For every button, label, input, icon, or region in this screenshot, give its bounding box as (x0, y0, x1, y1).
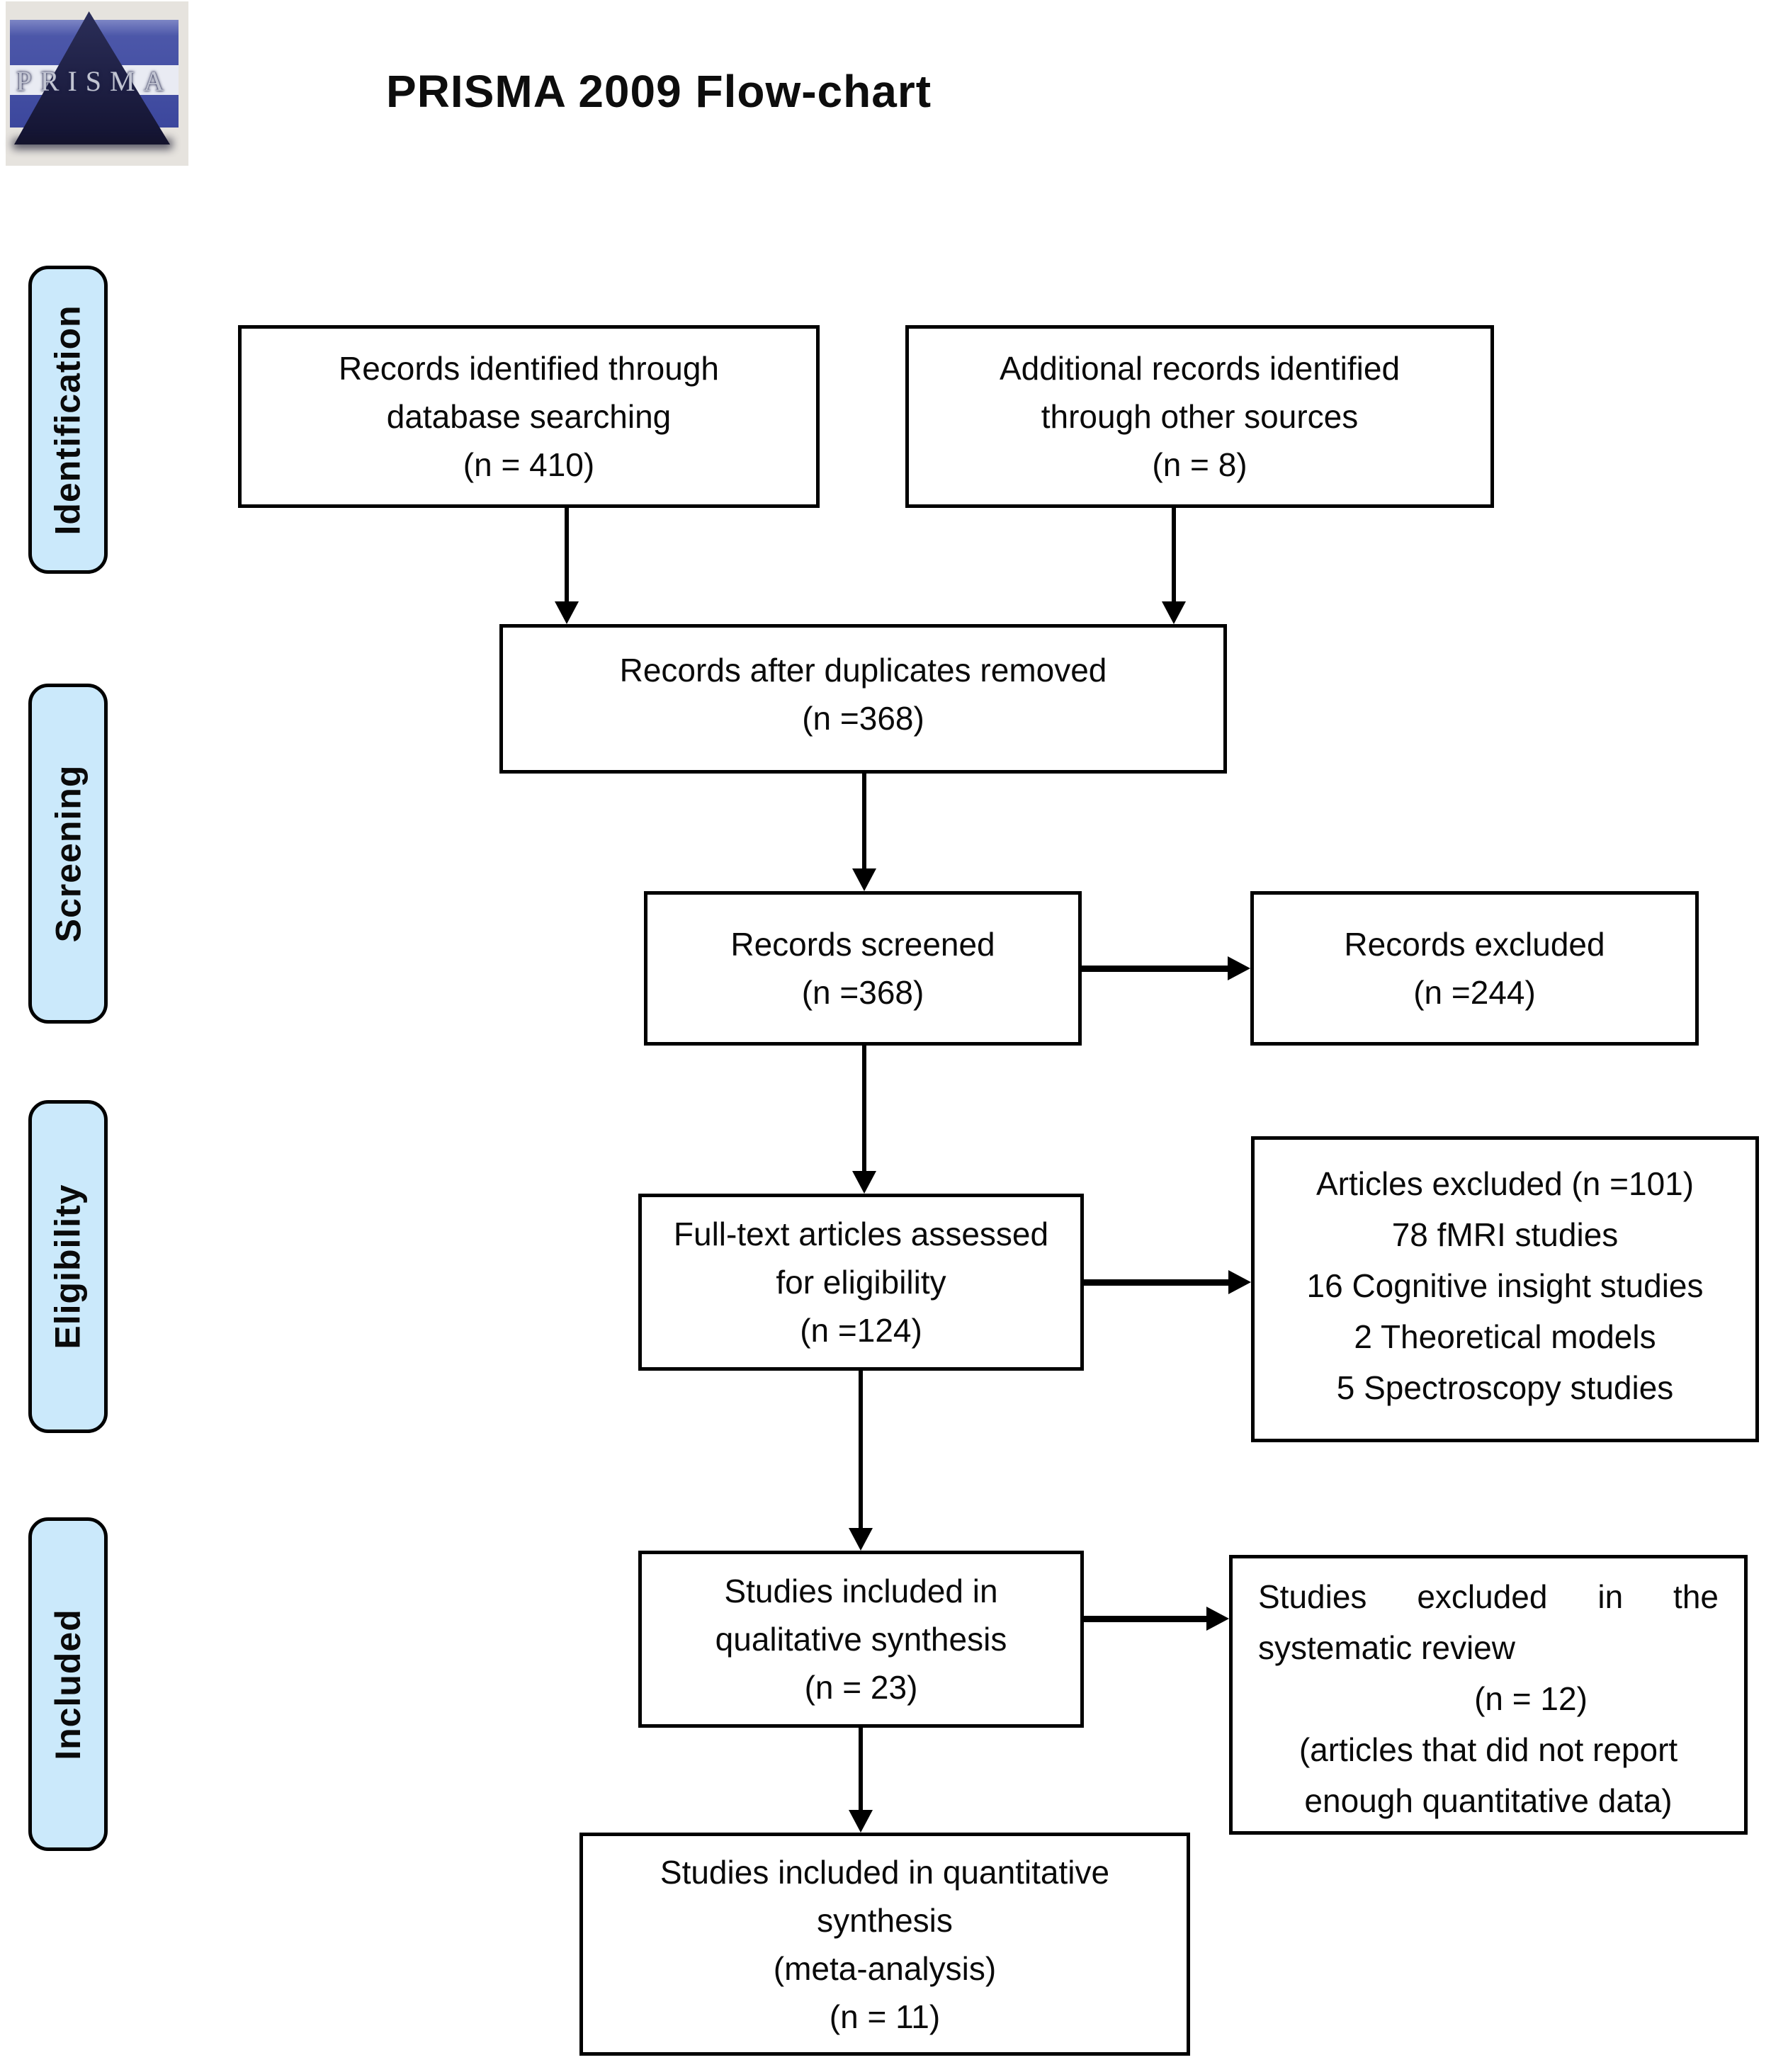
stage-included: Included (28, 1517, 108, 1851)
arrowhead-down-icon (852, 1171, 876, 1194)
box-line: 78 fMRI studies (1391, 1216, 1619, 1253)
box-studies-excluded-review: Studies excluded in the systematic revie… (1229, 1555, 1748, 1835)
box-line: Studies included in (724, 1573, 998, 1609)
prisma-logo: PRISMA (6, 1, 188, 166)
box-line: Studies included in quantitative (660, 1853, 1110, 1891)
box-line: (n =368) (801, 974, 924, 1011)
box-line: for eligibility (776, 1264, 946, 1301)
box-line: (meta-analysis) (773, 1949, 997, 1987)
arrowhead-right-icon (1228, 956, 1250, 980)
box-line: through other sources (1041, 398, 1359, 435)
stage-identification-label: Identification (48, 304, 89, 536)
arrowhead-down-icon (849, 1810, 873, 1833)
page-title: PRISMA 2009 Flow-chart (386, 66, 932, 117)
arrow-qualitative-to-studies-excluded (1084, 1616, 1208, 1622)
box-line: synthesis (817, 1901, 953, 1939)
arrowhead-down-icon (555, 601, 579, 624)
arrowhead-right-icon (1206, 1607, 1229, 1631)
arrow-fulltext-to-qualitative (859, 1371, 863, 1532)
box-line: 2 Theoretical models (1354, 1318, 1656, 1355)
arrow-additional-to-duplicates (1172, 508, 1176, 606)
arrow-screened-to-fulltext (862, 1046, 866, 1175)
box-line: (n = 12) (1474, 1680, 1588, 1717)
box-quantitative-synthesis: Studies included in quantitative synthes… (579, 1833, 1190, 2056)
arrow-screened-to-excluded (1082, 966, 1229, 972)
box-line: (n = 410) (463, 446, 595, 483)
box-line: (n = 8) (1152, 446, 1247, 483)
arrowhead-down-icon (849, 1528, 873, 1551)
box-line: Articles excluded (n =101) (1315, 1165, 1694, 1202)
box-line: database searching (386, 398, 672, 435)
box-line: Studies excluded in the (1258, 1578, 1719, 1615)
box-line: Records identified through (339, 350, 719, 387)
arrow-qualitative-to-quantitative (859, 1728, 863, 1814)
box-line: (n = 23) (804, 1669, 918, 1706)
stage-screening: Screening (28, 684, 108, 1024)
arrowhead-down-icon (852, 868, 876, 891)
box-line: systematic review (1258, 1629, 1515, 1666)
arrow-identified-to-duplicates (565, 508, 569, 606)
box-line: Records screened (730, 926, 995, 963)
box-fulltext-assessed: Full-text articles assessed for eligibil… (638, 1194, 1084, 1371)
box-line: 5 Spectroscopy studies (1336, 1369, 1674, 1406)
stage-eligibility-label: Eligibility (48, 1184, 88, 1349)
box-records-identified: Records identified through database sear… (238, 325, 820, 508)
stage-identification: Identification (28, 266, 108, 574)
box-line: Additional records identified (999, 350, 1401, 387)
box-line: Records excluded (1344, 926, 1605, 963)
box-line: Full-text articles assessed (673, 1216, 1049, 1252)
box-line: (n =368) (802, 700, 924, 737)
logo-triangle-shadow (13, 139, 172, 149)
box-additional-records: Additional records identified through ot… (905, 325, 1494, 508)
box-records-screened: Records screened (n =368) (644, 891, 1082, 1046)
box-line: (n =124) (800, 1312, 922, 1349)
box-articles-excluded: Articles excluded (n =101) 78 fMRI studi… (1251, 1136, 1759, 1442)
box-duplicates-removed: Records after duplicates removed (n =368… (499, 624, 1227, 774)
box-line: (articles that did not report (1298, 1731, 1678, 1768)
arrow-duplicates-to-screened (862, 774, 866, 873)
stage-screening-label: Screening (48, 764, 88, 943)
arrowhead-right-icon (1228, 1270, 1251, 1294)
box-qualitative-synthesis: Studies included in qualitative synthesi… (638, 1551, 1084, 1728)
box-line: qualitative synthesis (715, 1621, 1007, 1658)
box-line: (n = 11) (829, 1998, 941, 2035)
arrow-fulltext-to-articles-excluded (1084, 1279, 1230, 1286)
stage-eligibility: Eligibility (28, 1100, 108, 1433)
box-records-excluded: Records excluded (n =244) (1250, 891, 1699, 1046)
stage-included-label: Included (48, 1608, 89, 1760)
box-line: enough quantitative data) (1304, 1782, 1673, 1819)
box-line: Records after duplicates removed (619, 652, 1107, 689)
box-line: (n =244) (1413, 974, 1536, 1011)
box-line: 16 Cognitive insight studies (1306, 1267, 1704, 1304)
logo-wordmark: PRISMA (16, 65, 173, 97)
arrowhead-down-icon (1162, 601, 1186, 624)
